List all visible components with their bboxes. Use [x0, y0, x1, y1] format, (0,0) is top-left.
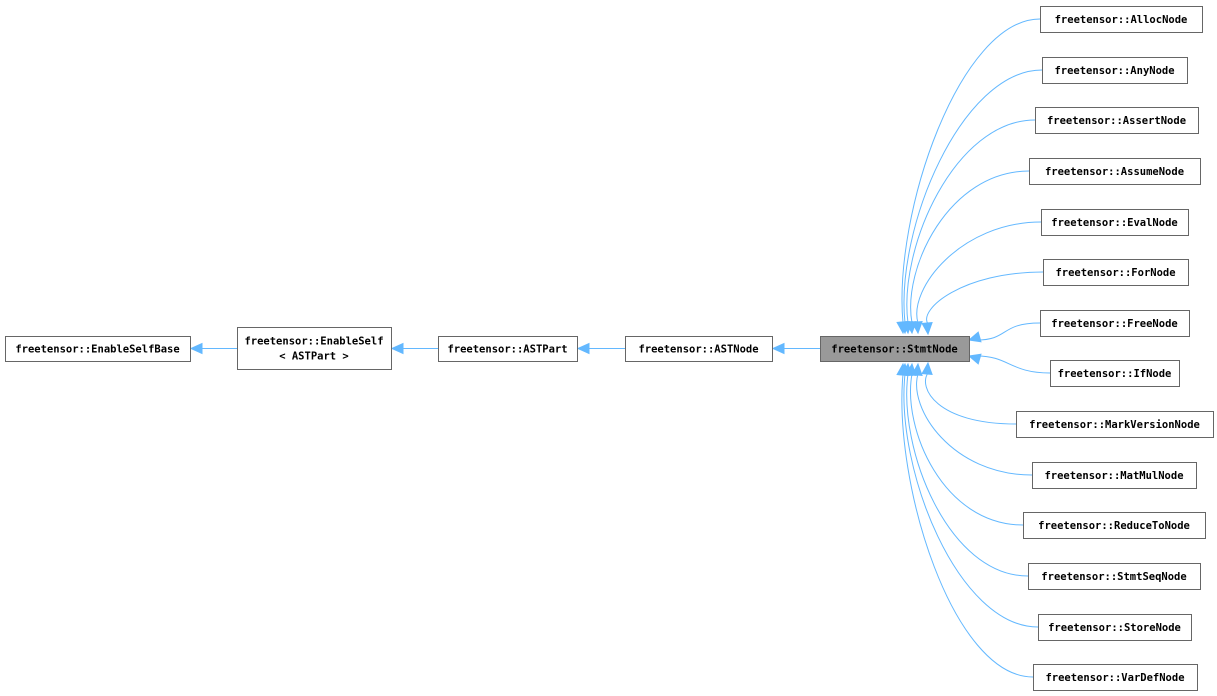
class-node-label: freetensor::AssumeNode — [1045, 166, 1184, 178]
inheritance-edge — [903, 69, 1043, 324]
inheritance-edge — [976, 355, 1051, 374]
inheritance-edge — [901, 373, 1034, 678]
class-node-label: freetensor::AnyNode — [1054, 65, 1174, 77]
class-node-box — [1033, 664, 1198, 691]
inheritance-arrow — [576, 342, 590, 355]
class-node-label: freetensor::IfNode — [1058, 368, 1172, 380]
class-node-box — [1040, 310, 1190, 337]
inheritance-edge — [916, 373, 1033, 476]
inheritance-arrow — [967, 353, 982, 365]
inheritance-edge — [924, 372, 1017, 425]
class-node-enable-self-base[interactable]: freetensor::EnableSelfBase — [5, 336, 191, 362]
inheritance-arrow — [896, 362, 908, 376]
class-node-matmulnode[interactable]: freetensor::MatMulNode — [1032, 462, 1197, 489]
inheritance-edge — [910, 170, 1030, 324]
class-node-box — [1023, 512, 1206, 539]
class-node-label: freetensor::StoreNode — [1048, 622, 1181, 634]
class-node-vardefnode[interactable]: freetensor::VarDefNode — [1033, 664, 1198, 691]
class-node-label: freetensor::StmtSeqNode — [1041, 571, 1186, 583]
class-node-box — [237, 327, 392, 370]
inheritance-arrow — [921, 361, 933, 375]
class-node-box — [820, 336, 970, 362]
class-node-box — [438, 336, 578, 362]
class-node-label: < ASTPart > — [279, 351, 349, 363]
class-node-astnode[interactable]: freetensor::ASTNode — [625, 336, 773, 362]
class-node-label: freetensor::MarkVersionNode — [1029, 419, 1200, 431]
class-node-label: freetensor::FreeNode — [1051, 318, 1177, 330]
class-node-label: freetensor::MatMulNode — [1044, 470, 1183, 482]
class-node-label: freetensor::ASTNode — [638, 344, 758, 356]
inheritance-arrow — [921, 322, 933, 336]
class-node-label: freetensor::EnableSelfBase — [15, 344, 179, 356]
class-node-label: freetensor::ASTPart — [447, 344, 567, 356]
class-node-box — [1042, 57, 1188, 84]
class-nodes: freetensor::EnableSelfBase freetensor::En… — [5, 6, 1214, 691]
class-node-enable-self-astpart[interactable]: freetensor::EnableSelf< ASTPart > — [237, 327, 392, 370]
class-node-label: freetensor::EvalNode — [1051, 217, 1177, 229]
inheritance-edge — [906, 373, 1029, 577]
class-node-box — [625, 336, 773, 362]
class-node-box — [1029, 158, 1201, 185]
class-node-label: freetensor::ForNode — [1055, 267, 1175, 279]
class-node-box — [1041, 209, 1189, 236]
inheritance-arrow — [911, 321, 923, 335]
inheritance-edges — [189, 18, 1051, 678]
inheritance-edge — [976, 322, 1041, 341]
class-node-label: freetensor::StmtNode — [831, 344, 957, 356]
class-node-assertnode[interactable]: freetensor::AssertNode — [1035, 107, 1199, 134]
class-node-label: freetensor::VarDefNode — [1045, 672, 1184, 684]
inheritance-arrow — [189, 342, 203, 355]
inheritance-arrow — [771, 342, 785, 355]
class-node-label: freetensor::AssertNode — [1047, 115, 1186, 127]
class-node-box — [1032, 462, 1197, 489]
inheritance-edge — [903, 373, 1039, 628]
class-node-box — [1016, 411, 1214, 438]
class-node-freenode[interactable]: freetensor::FreeNode — [1040, 310, 1190, 337]
class-node-label: freetensor::AllocNode — [1055, 14, 1188, 26]
class-node-box — [1038, 614, 1192, 641]
class-node-reducetonode[interactable]: freetensor::ReduceToNode — [1023, 512, 1206, 539]
inheritance-edge — [906, 119, 1036, 324]
class-node-stmtnode[interactable]: freetensor::StmtNode — [820, 336, 970, 362]
class-node-box — [5, 336, 191, 362]
class-node-label: freetensor::EnableSelf — [244, 336, 383, 348]
class-node-assumenode[interactable]: freetensor::AssumeNode — [1029, 158, 1201, 185]
class-node-ifnode[interactable]: freetensor::IfNode — [1050, 360, 1180, 387]
class-node-storenode[interactable]: freetensor::StoreNode — [1038, 614, 1192, 641]
class-node-anynode[interactable]: freetensor::AnyNode — [1042, 57, 1188, 84]
inheritance-edge — [901, 18, 1041, 324]
class-node-box — [1050, 360, 1180, 387]
class-node-stmtseqnode[interactable]: freetensor::StmtSeqNode — [1028, 563, 1201, 590]
class-node-box — [1043, 259, 1189, 286]
inheritance-arrow — [390, 342, 404, 355]
class-node-box — [1035, 107, 1199, 134]
class-node-box — [1040, 6, 1203, 33]
class-node-label: freetensor::ReduceToNode — [1038, 520, 1190, 532]
inheritance-edge — [916, 221, 1042, 324]
class-node-allocnode[interactable]: freetensor::AllocNode — [1040, 6, 1203, 33]
class-node-astpart[interactable]: freetensor::ASTPart — [438, 336, 578, 362]
class-node-evalnode[interactable]: freetensor::EvalNode — [1041, 209, 1189, 236]
inheritance-arrow — [967, 331, 982, 343]
class-node-box — [1028, 563, 1201, 590]
class-node-fornode[interactable]: freetensor::ForNode — [1043, 259, 1189, 286]
inheritance-edge — [926, 271, 1044, 325]
inheritance-edge — [910, 373, 1024, 526]
class-node-markversionnode[interactable]: freetensor::MarkVersionNode — [1016, 411, 1214, 438]
